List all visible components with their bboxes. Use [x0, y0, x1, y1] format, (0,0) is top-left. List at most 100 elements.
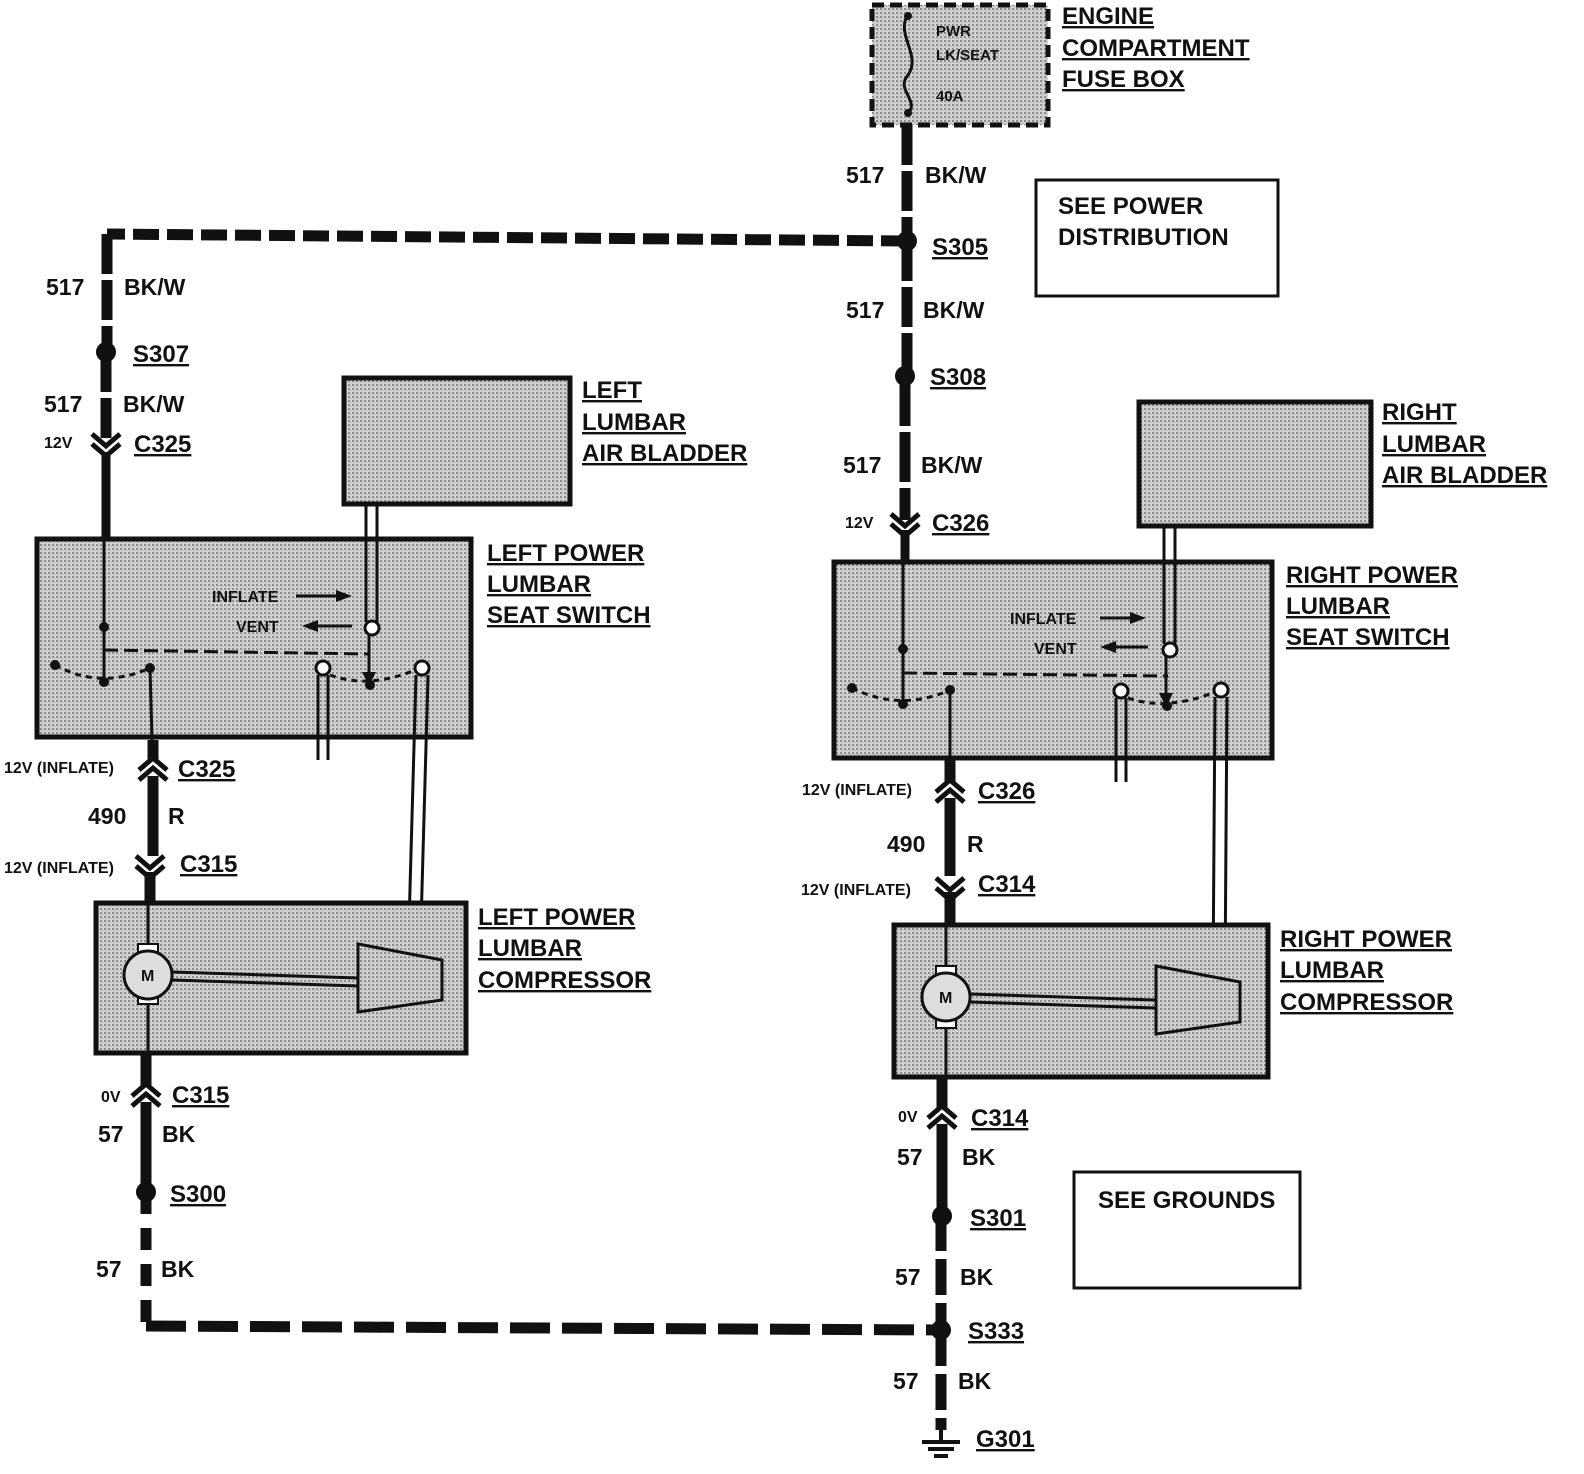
- wire-490-right-color: R: [967, 831, 984, 857]
- right-switch-title-1: RIGHT POWER: [1286, 562, 1458, 589]
- c314-inflate-voltage: 12V (INFLATE): [801, 882, 911, 899]
- c315-inflate-label: C315: [180, 851, 237, 878]
- left-compressor-title-1: LEFT POWER: [478, 904, 635, 931]
- wire-517-mid-color: BK/W: [923, 297, 985, 323]
- right-pump-icon: [1154, 964, 1242, 1036]
- right-switch-title-2: LUMBAR: [1286, 593, 1390, 620]
- left-motor-icon: [122, 949, 174, 1001]
- left-bladder-title-1: LEFT: [582, 377, 642, 404]
- c325-top-voltage: 12V: [44, 435, 73, 452]
- splice-s300-dot: [136, 1182, 156, 1202]
- left-switch-title-1: LEFT POWER: [487, 540, 644, 567]
- wire-57-right-2-color: BK: [960, 1264, 994, 1290]
- right-compressor-title-2: LUMBAR: [1280, 957, 1384, 984]
- fuse-box-title-3: FUSE BOX: [1062, 66, 1185, 93]
- right-switch-title-3: SEAT SWITCH: [1286, 624, 1450, 651]
- wire-517-mid-circuit: 517: [846, 297, 884, 323]
- inflate-arrow-icon: [336, 590, 352, 602]
- c315-inflate-voltage: 12V (INFLATE): [4, 860, 114, 877]
- left-switch-title-3: SEAT SWITCH: [487, 602, 651, 629]
- wire-57-right-1-circuit: 57: [897, 1144, 923, 1170]
- wire-517-left-top-circuit: 517: [46, 274, 84, 300]
- left-bladder-title-3: AIR BLADDER: [582, 440, 747, 467]
- splice-s301-label: S301: [970, 1205, 1026, 1232]
- left-compressor-title-2: LUMBAR: [478, 935, 582, 962]
- left-inflate-label: INFLATE: [212, 589, 279, 606]
- fuse-label-2: LK/SEAT: [936, 47, 999, 64]
- c325-top-label: C325: [134, 431, 191, 458]
- right-inflate-arrow-icon: [1130, 612, 1146, 624]
- wire-517-right-circuit: 517: [843, 452, 881, 478]
- right-bladder-title-2: LUMBAR: [1382, 431, 1486, 458]
- c314-inflate-label: C314: [978, 871, 1036, 898]
- right-motor-label: M: [939, 990, 952, 1007]
- grounds-note-text: SEE GROUNDS: [1098, 1187, 1275, 1214]
- c326-lower-voltage: 12V (INFLATE): [802, 782, 912, 799]
- wire-57-right-3-circuit: 57: [893, 1368, 919, 1394]
- wire-57-left-1-color: BK: [162, 1121, 196, 1147]
- splice-s300-label: S300: [170, 1181, 226, 1208]
- power-note-line-1: SEE POWER: [1058, 193, 1203, 220]
- splice-s307-dot: [96, 342, 116, 362]
- c326-lower-label: C326: [978, 778, 1035, 805]
- right-compressor: [891, 922, 1271, 1080]
- splice-s301-dot: [932, 1206, 952, 1226]
- wire-517-right-color: BK/W: [921, 452, 983, 478]
- right-motor-icon: [920, 971, 972, 1023]
- c326-top-label: C326: [932, 510, 989, 537]
- left-vent-label: VENT: [236, 619, 279, 636]
- splice-s308-dot: [895, 366, 915, 386]
- wire-57-left-2-circuit: 57: [96, 1256, 122, 1282]
- c315-ground-voltage: 0V: [101, 1089, 121, 1106]
- right-vent-arrow-icon: [1100, 641, 1116, 653]
- connector-symbols: [90, 432, 966, 1130]
- vent-arrow-icon: [302, 620, 318, 632]
- splice-s307-label: S307: [133, 341, 189, 368]
- wire-57-left-1-circuit: 57: [98, 1121, 124, 1147]
- c315-ground-label: C315: [172, 1082, 229, 1109]
- c326-top-voltage: 12V: [845, 515, 874, 532]
- ground-symbol-icon: [922, 1428, 960, 1458]
- fuse-box-title-1: ENGINE: [1062, 3, 1154, 30]
- left-seat-switch: [34, 504, 474, 961]
- wire-57-right-2-circuit: 57: [895, 1264, 921, 1290]
- power-note-line-2: DISTRIBUTION: [1058, 224, 1229, 251]
- ground-wires: [140, 1053, 948, 1430]
- right-vent-label: VENT: [1034, 641, 1077, 658]
- fuse-rating: 40A: [936, 88, 964, 105]
- wire-517-left-color: BK/W: [123, 391, 185, 417]
- right-compressor-title-3: COMPRESSOR: [1280, 989, 1453, 1016]
- right-bladder-title-3: AIR BLADDER: [1382, 462, 1547, 489]
- fuse-label-1: PWR: [936, 23, 971, 40]
- c325-lower-label: C325: [178, 756, 235, 783]
- splice-s333-label: S333: [968, 1318, 1024, 1345]
- c314-ground-voltage: 0V: [898, 1109, 918, 1126]
- c314-ground-label: C314: [971, 1105, 1029, 1132]
- ground-g301-label: G301: [976, 1426, 1035, 1453]
- fuse-icon: [902, 13, 914, 115]
- splice-s305-label: S305: [932, 234, 988, 261]
- wire-490-right-circuit: 490: [887, 831, 925, 857]
- left-bladder-title-2: LUMBAR: [582, 409, 686, 436]
- left-compressor: [93, 900, 469, 1056]
- wire-517-left-top-color: BK/W: [124, 274, 186, 300]
- fuse-box-title-2: COMPARTMENT: [1062, 35, 1250, 62]
- right-inflate-label: INFLATE: [1010, 611, 1077, 628]
- wire-57-right-3-color: BK: [958, 1368, 992, 1394]
- splice-s308-label: S308: [930, 364, 986, 391]
- wire-517-top-color: BK/W: [925, 162, 987, 188]
- wire-57-right-1-color: BK: [962, 1144, 996, 1170]
- right-bladder-title-1: RIGHT: [1382, 399, 1457, 426]
- right-air-bladder: [1136, 399, 1374, 529]
- power-distribution-note: SEE POWER DISTRIBUTION: [1034, 178, 1280, 298]
- right-seat-switch: [831, 526, 1275, 981]
- power-wires: [100, 125, 913, 520]
- wire-490-left-circuit: 490: [88, 803, 126, 829]
- splice-s333-dot: [931, 1320, 951, 1340]
- grounds-note: SEE GROUNDS: [1072, 1170, 1302, 1290]
- left-switch-title-2: LUMBAR: [487, 571, 591, 598]
- wire-517-left-circuit: 517: [44, 391, 82, 417]
- wire-57-left-2-color: BK: [161, 1256, 195, 1282]
